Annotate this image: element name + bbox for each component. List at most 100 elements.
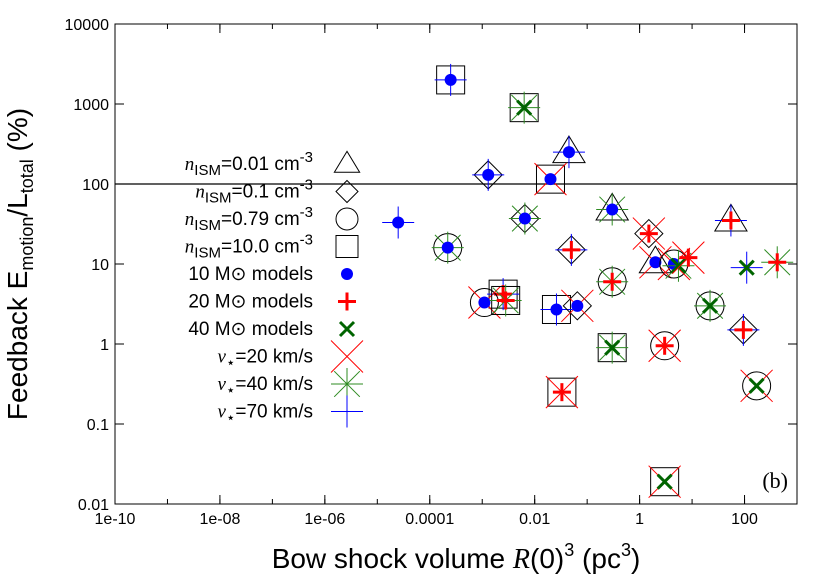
x-tick-label: 1e-10 (95, 511, 136, 528)
mass-10-dot (441, 241, 454, 254)
y-tick-label: 1000 (73, 97, 109, 114)
legend-label-var: n (185, 209, 195, 230)
data-point (740, 369, 773, 403)
data-points (382, 63, 794, 499)
square-marker (535, 164, 565, 194)
legend-label: v⋆=40 km/s (218, 374, 313, 399)
data-point (545, 375, 579, 409)
data-point (534, 162, 567, 196)
square-marker (547, 377, 577, 407)
legend-label-sub: ⋆ (226, 410, 235, 427)
data-point (382, 206, 415, 239)
data-point (560, 289, 594, 323)
data-point (657, 247, 691, 281)
legend-label: nISM=0.1 cm-3 (195, 177, 313, 207)
x-axis-title: Bow shock volume R(0)3 (pc3) (272, 540, 641, 575)
mass-40-cross (656, 473, 673, 490)
x-tick-label: 1e-06 (304, 511, 345, 528)
data-point (472, 158, 505, 191)
speed-asterisk-marker (333, 370, 361, 398)
diamond-marker (634, 218, 664, 249)
mass-10-dot (571, 299, 584, 312)
x-tick-label: 0.01 (519, 511, 550, 528)
data-point (555, 233, 588, 266)
y-tick-label: 10000 (65, 17, 110, 34)
legend-label-sub: ISM (194, 162, 221, 179)
legend-label-var: n (185, 237, 195, 258)
data-point (727, 313, 760, 346)
mass-40-cross (338, 320, 356, 338)
legend-marker (331, 395, 363, 428)
data-point (632, 217, 666, 250)
data-point (596, 331, 629, 364)
mass-10-dot (444, 73, 457, 86)
legend-label-sup: -3 (300, 232, 313, 249)
mass-40-cross (604, 339, 621, 356)
data-point (638, 245, 673, 279)
mass-10-dot (392, 216, 405, 229)
legend-label: 20 M⊙ models (188, 292, 313, 313)
mass-40-cross (738, 259, 755, 276)
data-point (434, 63, 467, 96)
data-point (551, 135, 586, 169)
data-point (508, 91, 541, 124)
mass-10-dot (478, 296, 491, 309)
legend-label-sub: ⋆ (226, 382, 235, 399)
circle-marker (469, 288, 499, 318)
legend-label-var: n (195, 182, 205, 203)
legend-label-sub: ISM (194, 245, 221, 262)
legend-marker (341, 268, 353, 280)
square-marker (650, 467, 680, 497)
triangle-marker (333, 150, 361, 173)
speed-x-marker (330, 340, 364, 373)
legend-label-var: v (218, 402, 227, 423)
diamond-marker (562, 291, 593, 321)
mass-40-cross (748, 377, 765, 394)
legend-label-sup: -3 (300, 149, 313, 166)
legend-label: 10 M⊙ models (188, 264, 313, 285)
legend-label-text: =20 km/s (235, 347, 313, 368)
data-point (489, 284, 522, 317)
legend-label-text: =10.0 cm (221, 237, 300, 258)
x-tick-label: 1e-08 (199, 511, 240, 528)
legend-label-sub: ISM (205, 190, 232, 207)
legend-label: 40 M⊙ models (188, 319, 313, 340)
data-point (648, 329, 681, 363)
legend-marker (333, 150, 361, 173)
legend-label: v⋆=20 km/s (218, 347, 313, 372)
legend-label-sup: -3 (300, 177, 313, 194)
y-tick-label: 0.01 (78, 497, 109, 514)
legend-marker (335, 179, 359, 204)
y-tick-label: 0.1 (87, 417, 109, 434)
data-point (648, 465, 681, 499)
legend-label-text: =0.01 cm (221, 154, 300, 175)
legend-label-var: n (185, 154, 195, 175)
data-point (713, 203, 748, 237)
y-tick-label: 10 (91, 257, 109, 274)
legend-label: nISM=0.01 cm-3 (185, 149, 313, 179)
circle-marker (650, 331, 680, 361)
mass-10-dot (544, 173, 557, 186)
legend-marker (338, 320, 356, 338)
mass-10-dot (562, 146, 575, 159)
y-axis-title: Feedback Emotion/Ltotal (%) (2, 108, 37, 420)
mass-40-cross (516, 99, 533, 116)
legend-label: v⋆=70 km/s (218, 402, 313, 427)
legend-label-text: =70 km/s (235, 402, 313, 423)
x-tick-label: 100 (731, 511, 758, 528)
data-point (468, 286, 501, 319)
mass-10-dot (341, 268, 353, 280)
panel-label: (b) (762, 468, 788, 493)
legend-label-sub: ⋆ (226, 355, 235, 372)
legend-label-sup: -3 (300, 204, 313, 221)
y-tick-label: 100 (82, 177, 109, 194)
circle-marker (742, 371, 772, 401)
mass-10-dot (649, 256, 662, 269)
square-marker (335, 235, 359, 258)
mass-40-cross (670, 257, 687, 274)
data-point (431, 231, 464, 264)
data-point (730, 251, 763, 284)
triangle-marker (638, 245, 673, 274)
legend-label-text: =40 km/s (235, 374, 313, 395)
